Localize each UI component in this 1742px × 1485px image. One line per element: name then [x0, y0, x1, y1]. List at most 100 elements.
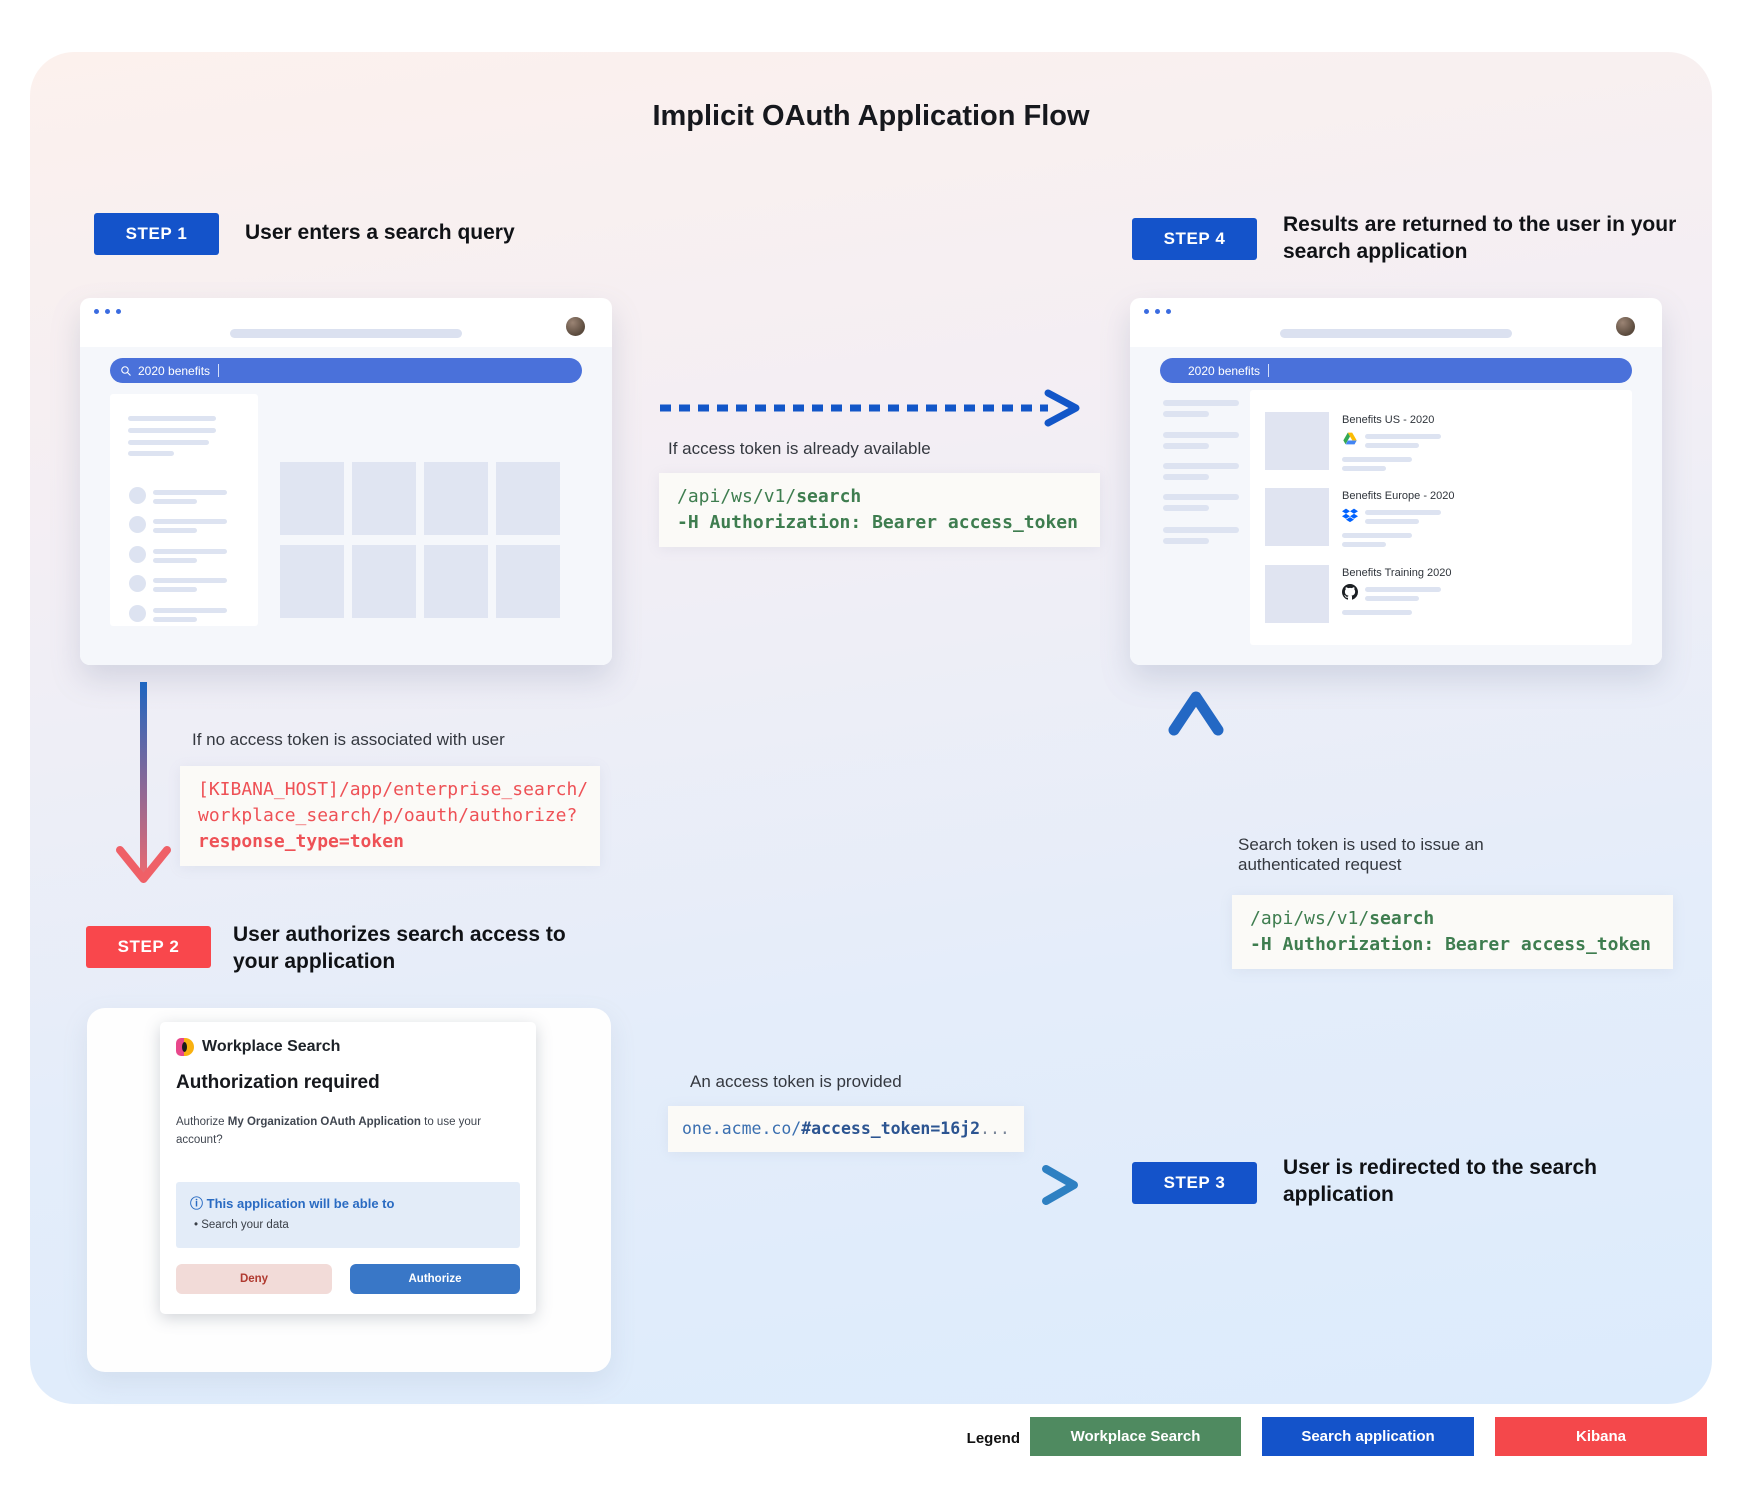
dotted-arrow-right-icon: [660, 389, 1080, 427]
workplace-search-logo-icon: [176, 1038, 194, 1056]
sidebar-skeleton: [110, 394, 258, 626]
text-cursor: [1268, 364, 1270, 377]
thumbnail-placeholder: [352, 545, 416, 618]
result-title: Benefits Training 2020: [1342, 567, 1452, 579]
result-item[interactable]: Benefits Europe - 2020: [1265, 488, 1615, 552]
code-path: /api/ws/v1/: [1250, 908, 1370, 929]
code-path: /api/ws/v1/: [677, 486, 797, 507]
bullet: •: [194, 1219, 199, 1231]
oauth-app-name: My Organization OAuth Application: [227, 1116, 421, 1128]
legend-search-application: Search application: [1262, 1417, 1474, 1456]
text-cursor: [218, 364, 220, 377]
code-search-api-2: /api/ws/v1/search -H Authorization: Bear…: [1232, 895, 1673, 969]
browser-window-step4: 2020 benefits Benefits US - 2020 Benefit…: [1130, 298, 1662, 665]
window-dots-icon: [1144, 309, 1171, 314]
result-thumbnail: [1265, 412, 1329, 470]
skeleton-line: [1163, 474, 1209, 480]
address-bar: [230, 329, 462, 338]
skeleton-line: [153, 499, 197, 504]
skeleton-line: [1163, 463, 1239, 469]
gradient-arrow-down-icon: [116, 682, 171, 883]
search-input[interactable]: 2020 benefits: [1160, 358, 1632, 383]
step2-badge: STEP 2: [86, 926, 211, 968]
result-title: Benefits Europe - 2020: [1342, 490, 1455, 502]
code-header: -H Authorization: Bearer access_token: [1250, 934, 1651, 955]
step2-heading: User authorizes search access to your ap…: [233, 923, 566, 973]
result-thumbnail: [1265, 565, 1329, 623]
result-item[interactable]: Benefits US - 2020: [1265, 412, 1615, 476]
result-title: Benefits US - 2020: [1342, 414, 1435, 426]
step3-heading: User is redirected to the search applica…: [1283, 1156, 1597, 1206]
thumbnail-placeholder: [424, 545, 488, 618]
step1-badge: STEP 1: [94, 213, 219, 255]
step1-heading: User enters a search query: [245, 221, 515, 244]
address-bar: [1280, 329, 1512, 338]
thumbnail-placeholder: [496, 462, 560, 535]
info-icon: ⓘ: [190, 1196, 204, 1211]
blue-arrow-up-icon: [1168, 691, 1224, 1140]
skeleton-line: [153, 608, 227, 613]
code-line: [KIBANA_HOST]/app/enterprise_search/: [198, 779, 589, 800]
legend-kibana: Kibana: [1495, 1417, 1707, 1456]
deny-button[interactable]: Deny: [176, 1264, 332, 1294]
skeleton-line: [153, 617, 197, 622]
code-line: workplace_search/p/oauth/authorize?: [198, 805, 578, 826]
skeleton-line: [1163, 411, 1209, 417]
code-path-bold: search: [1369, 908, 1435, 929]
thumbnail-placeholder: [280, 462, 344, 535]
step4-heading: Results are returned to the user in your…: [1283, 213, 1677, 263]
scopes-heading-text: This application will be able to: [206, 1196, 395, 1211]
scopes-info-box: ⓘ This application will be able to • Sea…: [176, 1182, 520, 1248]
code-search-api: /api/ws/v1/search -H Authorization: Bear…: [659, 473, 1100, 547]
search-input[interactable]: 2020 benefits: [110, 358, 582, 383]
token-available-label: If access token is already available: [668, 439, 931, 458]
auth-dialog-card: Workplace Search Authorization required …: [87, 1008, 611, 1372]
skeleton-circle: [129, 575, 146, 592]
skeleton-line: [1163, 538, 1209, 544]
result-thumbnail: [1265, 488, 1329, 546]
skeleton-line: [1163, 505, 1209, 511]
dialog-body: Authorize My Organization OAuth Applicat…: [176, 1114, 520, 1150]
search-query-text: 2020 benefits: [1188, 363, 1261, 378]
skeleton-circle: [129, 487, 146, 504]
page-title: Implicit OAuth Application Flow: [652, 100, 1090, 132]
skeleton-line: [128, 451, 174, 456]
skeleton-line: [128, 416, 216, 421]
authorize-button[interactable]: Authorize: [350, 1264, 520, 1294]
thumbnail-placeholder: [496, 545, 560, 618]
thumbnail-placeholder: [352, 462, 416, 535]
gradient-arrow-right-icon: [656, 1165, 1078, 1205]
code-line-bold: response_type=token: [198, 831, 404, 852]
skeleton-line: [128, 440, 209, 445]
step3-badge: STEP 3: [1132, 1162, 1257, 1204]
body-text: to use your account?: [176, 1116, 482, 1146]
user-avatar: [1616, 317, 1635, 336]
dialog-heading: Authorization required: [176, 1072, 380, 1093]
skeleton-line: [1163, 432, 1239, 438]
results-panel: Benefits US - 2020 Benefits Europe - 202…: [1250, 390, 1632, 645]
skeleton-line: [1163, 527, 1239, 533]
token-provided-label: An access token is provided: [690, 1072, 902, 1091]
skeleton-line: [153, 558, 197, 563]
skeleton-line: [153, 587, 197, 592]
authenticated-request-label: Search token is used to issue an authent…: [1238, 835, 1484, 874]
code-token-bold: #access_token=16j2: [801, 1119, 981, 1138]
thumbnail-placeholder: [424, 462, 488, 535]
authorization-dialog: Workplace Search Authorization required …: [160, 1022, 536, 1314]
skeleton-line: [1163, 443, 1209, 449]
skeleton-circle: [129, 546, 146, 563]
skeleton-line: [1163, 400, 1239, 406]
legend-workplace-search: Workplace Search: [1030, 1417, 1241, 1456]
window-dots-icon: [94, 309, 121, 314]
skeleton-circle: [129, 605, 146, 622]
browser-content: 2020 benefits: [80, 347, 612, 665]
code-kibana-authorize: [KIBANA_HOST]/app/enterprise_search/ wor…: [180, 766, 600, 866]
result-item[interactable]: Benefits Training 2020: [1265, 565, 1615, 629]
nav-skeleton: [1130, 347, 1250, 637]
step4-badge: STEP 4: [1132, 218, 1257, 260]
scope-item: • Search your data: [194, 1219, 289, 1231]
browser-window-step1: 2020 benefits: [80, 298, 612, 665]
scopes-heading: ⓘ This application will be able to: [190, 1193, 394, 1212]
skeleton-line: [153, 519, 227, 524]
thumbnail-placeholder: [280, 545, 344, 618]
